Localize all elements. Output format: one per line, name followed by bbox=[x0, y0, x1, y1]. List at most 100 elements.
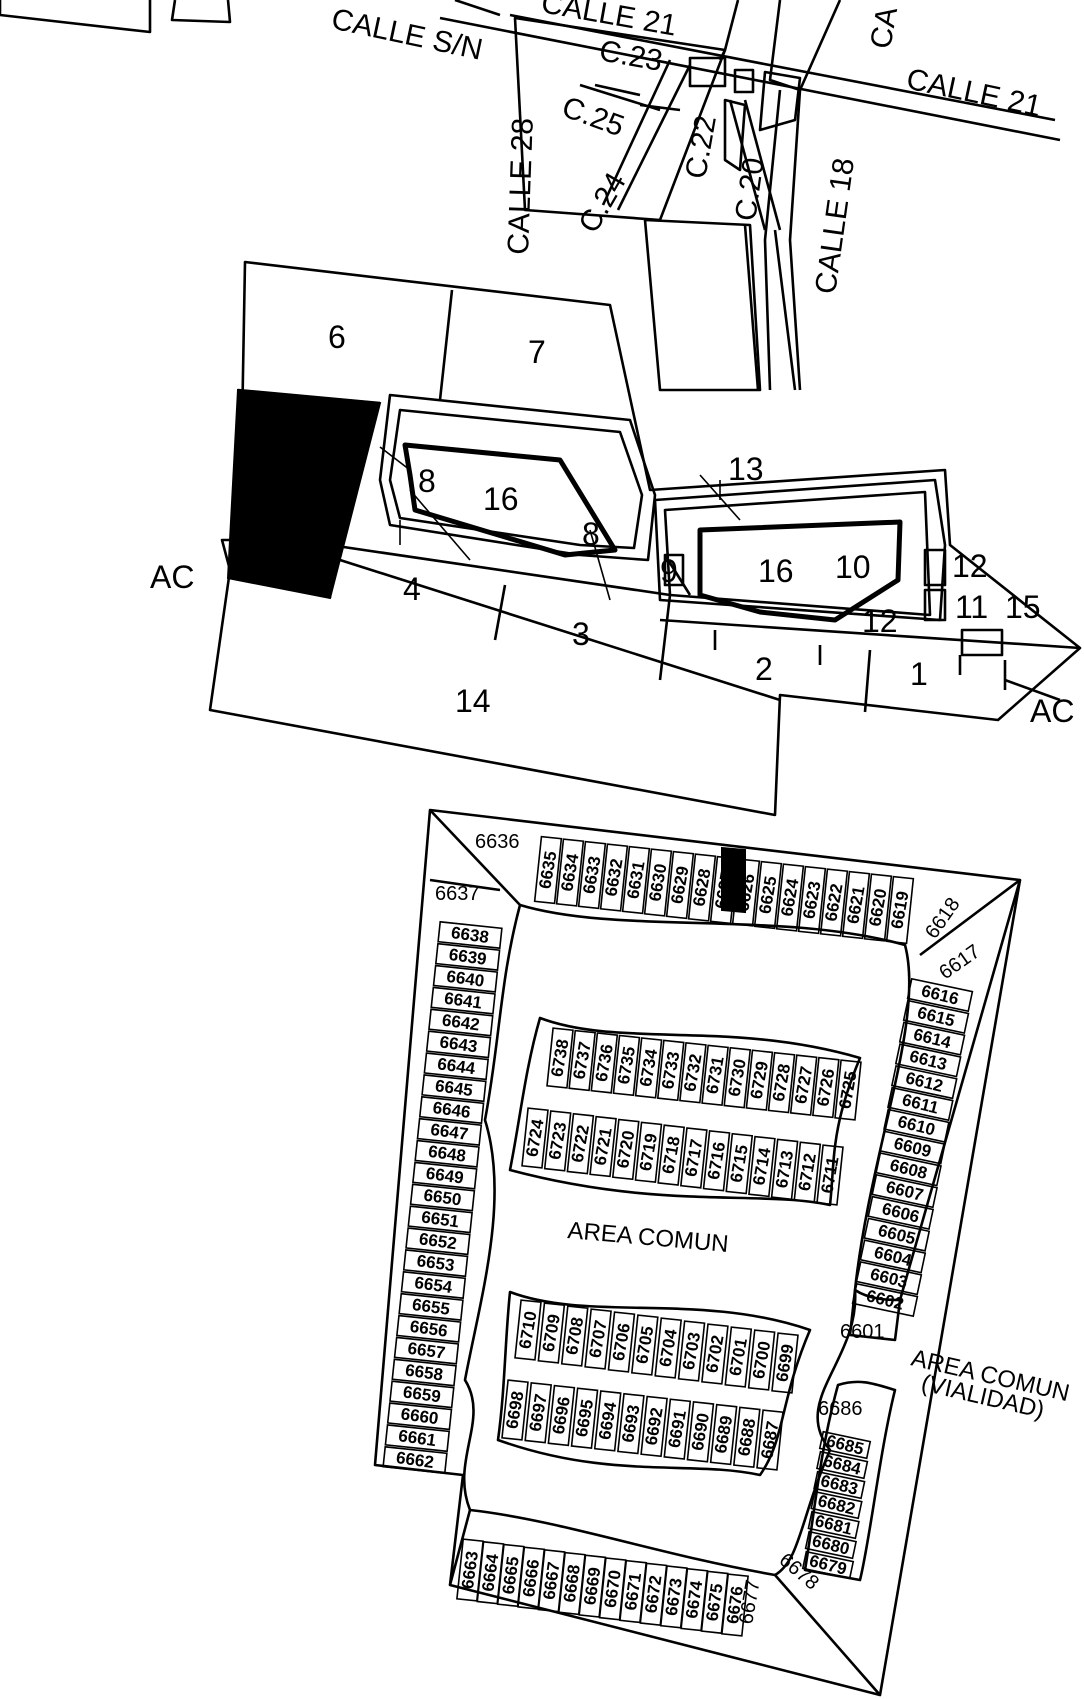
lot-cell bbox=[416, 1117, 483, 1146]
lot-cell bbox=[686, 1401, 715, 1463]
lot-label: 6601 bbox=[840, 1321, 885, 1343]
street-network bbox=[0, 0, 1061, 392]
lot-label: 12 bbox=[862, 603, 898, 639]
lot-cell bbox=[801, 1550, 855, 1580]
lot-cell bbox=[382, 1445, 448, 1475]
lot-cell bbox=[723, 1046, 752, 1109]
lot-cell bbox=[745, 1049, 774, 1111]
lot-cell bbox=[414, 1139, 480, 1168]
lot-cell bbox=[421, 1074, 487, 1103]
area-label: AREA COMUN bbox=[566, 1217, 729, 1258]
street-label: C.23 bbox=[597, 34, 665, 78]
lot-cell bbox=[879, 1130, 946, 1165]
lot-label: 6618 bbox=[921, 894, 965, 943]
lot-cell bbox=[677, 1320, 706, 1382]
lot-label: 13 bbox=[728, 451, 764, 487]
lot-cell bbox=[656, 1039, 685, 1102]
lot-cell bbox=[521, 1107, 549, 1169]
lot-cell bbox=[721, 1573, 749, 1637]
lot-cell bbox=[434, 942, 501, 971]
lot-label: 1 bbox=[910, 656, 928, 692]
lot-cell bbox=[724, 1326, 753, 1388]
lot-cell bbox=[643, 848, 673, 917]
lot-cell bbox=[537, 1302, 566, 1364]
lot-cell bbox=[570, 1387, 599, 1449]
lot-cell bbox=[617, 1392, 645, 1455]
lot-cell bbox=[412, 1161, 478, 1190]
lot-cell bbox=[400, 1270, 467, 1300]
lot-cell bbox=[725, 1132, 754, 1195]
lot-cell bbox=[902, 999, 970, 1034]
lot-cell bbox=[665, 850, 695, 920]
lot-cell bbox=[560, 1305, 589, 1367]
lot-cell bbox=[775, 863, 805, 932]
lot-cell bbox=[593, 1390, 622, 1452]
lot-cell bbox=[804, 1530, 858, 1560]
lot-cell bbox=[813, 1470, 866, 1500]
lot-cell bbox=[863, 873, 893, 942]
lot-cell bbox=[384, 1424, 451, 1453]
lot-cell bbox=[634, 1121, 663, 1183]
lot-label: AC bbox=[150, 559, 194, 595]
lot-cell bbox=[599, 843, 629, 912]
lot-cell bbox=[546, 1027, 574, 1089]
lot-cell bbox=[906, 977, 974, 1013]
lot-cell bbox=[437, 920, 503, 950]
lot-cell bbox=[584, 1308, 612, 1370]
lot-cell bbox=[577, 840, 607, 910]
lot-cell bbox=[630, 1314, 659, 1376]
lot-cell bbox=[855, 1261, 923, 1296]
lot-number-rows: 6635663466336632663166306629662866276626… bbox=[382, 835, 974, 1637]
lot-cell bbox=[851, 1282, 919, 1318]
lot-cell bbox=[393, 1336, 460, 1365]
street-label: CALLE 18 bbox=[809, 156, 861, 296]
lot-cell bbox=[568, 1029, 597, 1092]
lot-cell bbox=[663, 1398, 692, 1460]
lot-cell bbox=[589, 1115, 617, 1178]
street-label: CALLE S/N bbox=[329, 3, 486, 67]
lot-cell bbox=[811, 1056, 840, 1119]
lot-cell bbox=[409, 1183, 476, 1212]
lot-label: 6617 bbox=[935, 941, 984, 985]
lot-cell bbox=[810, 1490, 863, 1520]
lot-cell bbox=[389, 1380, 455, 1409]
lot-cell bbox=[679, 1127, 708, 1189]
lot-cell bbox=[547, 1384, 576, 1447]
lot-cell bbox=[753, 860, 783, 930]
lot-cell bbox=[607, 1311, 636, 1373]
lot-label: 3 bbox=[572, 616, 590, 652]
lot-cell bbox=[885, 875, 915, 945]
lot-label: 4 bbox=[403, 571, 421, 607]
street-label: CALLE 28 bbox=[502, 117, 540, 255]
lot-label: 2 bbox=[755, 651, 773, 687]
lot-cell bbox=[793, 1141, 822, 1203]
lot-cell bbox=[432, 964, 499, 993]
lot-cell bbox=[701, 1044, 729, 1106]
lot-cell bbox=[834, 1059, 862, 1121]
lot-cell bbox=[640, 1395, 668, 1458]
lot-cell bbox=[405, 1227, 471, 1256]
lot-label: 16 bbox=[758, 553, 794, 589]
lot-cell bbox=[797, 865, 827, 935]
lot-cell bbox=[407, 1205, 473, 1234]
lot-cell bbox=[767, 1051, 796, 1114]
street-label: CA bbox=[864, 4, 904, 51]
lot-cell bbox=[807, 1510, 860, 1540]
lot-cell bbox=[418, 1095, 485, 1125]
lot-cell bbox=[398, 1292, 464, 1321]
lot-cell bbox=[657, 1124, 686, 1186]
lot-label: 10 bbox=[835, 549, 871, 585]
lot-cell bbox=[771, 1332, 799, 1394]
lot-cell bbox=[871, 1173, 938, 1209]
lot-cell bbox=[815, 1450, 869, 1480]
lot-cell bbox=[890, 1064, 958, 1100]
lower-development bbox=[373, 808, 1022, 1697]
lot-label: 16 bbox=[483, 481, 519, 517]
lot-cell bbox=[612, 1034, 641, 1097]
street-label: C.25 bbox=[558, 91, 629, 144]
lot-cell bbox=[841, 870, 871, 940]
lot-cell bbox=[687, 853, 717, 922]
lot-cell bbox=[898, 1021, 966, 1056]
lot-cell bbox=[732, 1406, 761, 1469]
